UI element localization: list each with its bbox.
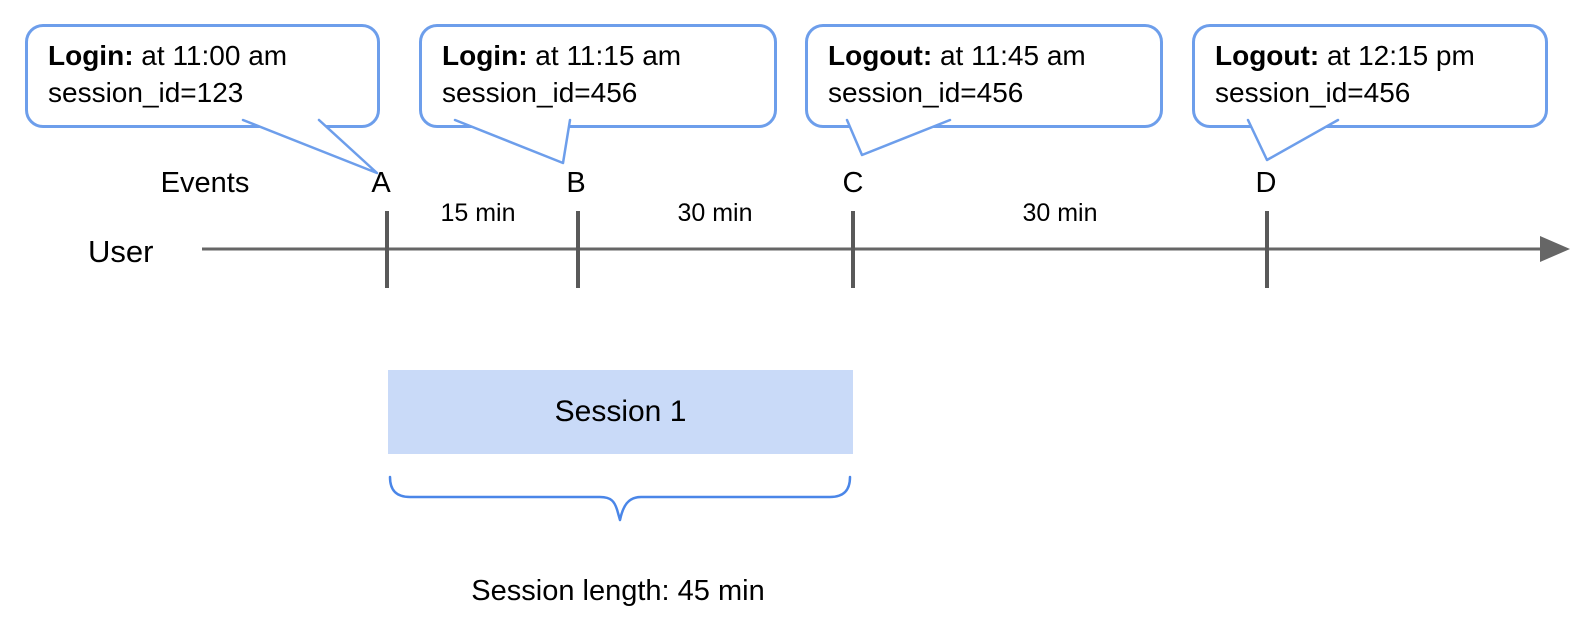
callout-login-a: Login: at 11:00 am session_id=123 bbox=[25, 24, 380, 128]
callout-logout-d: Logout: at 12:15 pm session_id=456 bbox=[1192, 24, 1548, 128]
callout-line-event: Logout: at 12:15 pm bbox=[1215, 37, 1525, 74]
event-type-label: Login: bbox=[48, 40, 134, 71]
session-id-text: session_id=456 bbox=[828, 77, 1024, 108]
event-time-text: at 11:45 am bbox=[932, 40, 1086, 71]
event-type-label: Logout: bbox=[1215, 40, 1320, 71]
callout-login-b: Login: at 11:15 am session_id=456 bbox=[419, 24, 777, 128]
events-row-label: Events bbox=[160, 167, 250, 199]
session-length-brace bbox=[388, 475, 852, 522]
event-time-text: at 11:15 am bbox=[527, 40, 682, 71]
session-length-label: Session length: 45 min bbox=[471, 575, 765, 607]
tick-label-c: C bbox=[842, 167, 864, 199]
callout-logout-c: Logout: at 11:45 am session_id=456 bbox=[805, 24, 1163, 128]
session-id-text: session_id=456 bbox=[1215, 77, 1411, 108]
tick-label-d: D bbox=[1255, 167, 1277, 199]
event-type-label: Logout: bbox=[828, 40, 933, 71]
session-box-label: Session 1 bbox=[554, 395, 687, 428]
callout-line-event: Logout: at 11:45 am bbox=[828, 37, 1140, 74]
session-box: Session 1 bbox=[388, 370, 853, 454]
event-time-text: at 11:00 am bbox=[133, 40, 288, 71]
session-id-text: session_id=456 bbox=[442, 77, 638, 108]
callout-line-event: Login: at 11:15 am bbox=[442, 37, 754, 74]
user-row-label: User bbox=[88, 234, 154, 269]
interval-label-cd: 30 min bbox=[1022, 199, 1098, 227]
event-type-label: Login: bbox=[442, 40, 528, 71]
tick-label-b: B bbox=[566, 167, 586, 199]
tick-label-a: A bbox=[371, 167, 391, 199]
interval-label-bc: 30 min bbox=[677, 199, 753, 227]
interval-label-ab: 15 min bbox=[440, 199, 516, 227]
event-time-text: at 12:15 pm bbox=[1319, 40, 1475, 71]
session-id-text: session_id=123 bbox=[48, 77, 244, 108]
timeline-arrowhead-icon bbox=[1540, 236, 1570, 262]
callout-line-event: Login: at 11:00 am bbox=[48, 37, 357, 74]
